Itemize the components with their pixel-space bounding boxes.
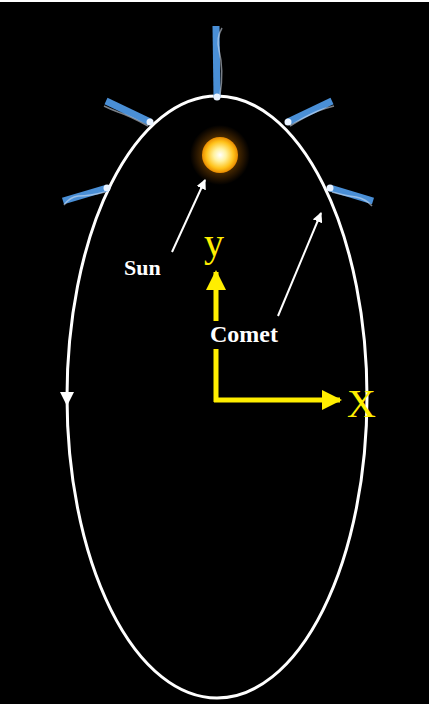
comet-heads xyxy=(104,94,334,192)
sun xyxy=(202,137,238,173)
comet-head xyxy=(285,119,292,126)
leader-arrow xyxy=(278,213,321,316)
comet-wisp xyxy=(218,28,222,95)
sun-label: Sun xyxy=(122,255,163,280)
comet-wisp xyxy=(104,106,148,126)
comet-wisp xyxy=(64,192,105,205)
comet-label: Comet xyxy=(208,321,280,349)
comet-head xyxy=(104,185,111,192)
comet-tail xyxy=(216,26,217,97)
comet-tails xyxy=(63,26,373,206)
comet-wisp xyxy=(332,192,372,206)
comet-wisp xyxy=(290,106,334,126)
comet-tail xyxy=(288,101,332,122)
x-axis xyxy=(214,398,340,403)
comet-tail xyxy=(106,101,150,122)
orbit-direction-arrow xyxy=(60,392,74,406)
axis-label: y xyxy=(202,220,226,266)
comet-tail xyxy=(330,188,373,201)
comet-head xyxy=(147,119,154,126)
sun-glow xyxy=(190,125,250,185)
leader-arrow xyxy=(172,180,205,252)
orbit-ellipse xyxy=(67,96,367,698)
axis-label: X xyxy=(345,381,378,427)
frame-line xyxy=(0,0,429,2)
comet-head xyxy=(327,185,334,192)
comet-head xyxy=(214,94,221,101)
